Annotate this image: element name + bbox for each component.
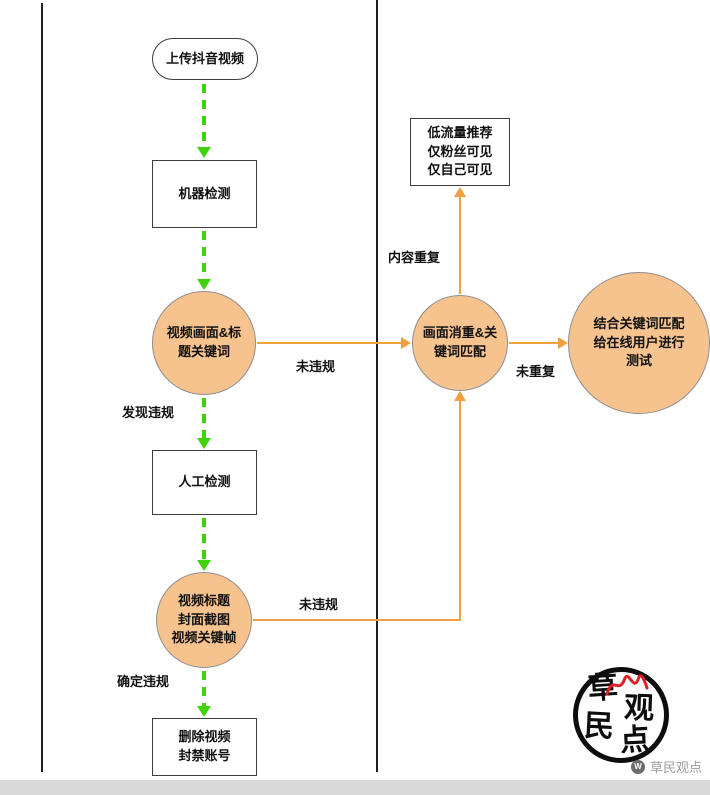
node-title-cover-keyframes: 视频标题 封面截图 视频关键帧 [156,572,252,668]
node-online-user-test: 结合关键词匹配 给在线用户进行 测试 [568,272,710,414]
edge-label-no-violation-bottom: 未违规 [299,597,339,612]
node-frame-dedup-label: 画面消重&关 键词匹配 [422,325,498,359]
edge-label-content-duplicate: 内容重复 [388,250,441,265]
arrow-keywords-to-dedup [257,337,411,349]
node-manual-detection: 人工检测 [152,450,257,515]
arrow-keywords-to-manual [197,398,211,449]
edge-label-confirmed-violation: 确定违规 [117,674,170,689]
stamp-red-swirl-icon [605,674,649,696]
arrow-dedup-to-onlinetest [509,337,568,349]
node-low-traffic-label: 低流量推荐 仅粉丝可见 仅自己可见 [427,124,493,178]
node-machine-detection: 机器检测 [152,160,257,228]
arrow-dedup-to-lowtraffic [454,187,466,294]
node-frame-title-keywords: 视频画面&标 题关键词 [152,291,256,395]
arrow-manual-to-keyframes [197,518,211,571]
node-frame-title-keywords-label: 视频画面&标 题关键词 [166,325,242,359]
arrow-machine-to-keywords [197,231,211,290]
arrow-keyframes-to-delete [197,671,211,717]
node-frame-dedup: 画面消重&关 键词匹配 [412,295,508,391]
arrow-keyframes-to-dedup [253,391,466,621]
stamp-char-2: 民 [583,709,615,744]
node-online-user-test-label: 结合关键词匹配 给在线用户进行 测试 [593,315,685,369]
edge-label-no-violation-top: 未违规 [296,359,336,374]
node-delete-ban-label: 删除视频 封禁账号 [178,729,231,763]
node-manual-detection-label: 人工检测 [178,474,231,490]
brand-logo-icon: W [630,759,645,774]
footer-brand: W 草民观点 [630,757,702,776]
footer-brand-text: 草民观点 [649,760,702,775]
node-upload-video-label: 上传抖音视频 [165,50,244,66]
brand-stamp-logo: 草 民 观 点 [573,667,669,763]
stamp-char-4: 点 [619,723,651,758]
bottom-gray-bar [0,780,710,795]
arrow-upload-to-machine [197,84,211,158]
node-upload-video: 上传抖音视频 [152,38,258,80]
node-machine-detection-label: 机器检测 [178,185,231,201]
node-low-traffic: 低流量推荐 仅粉丝可见 仅自己可见 [410,118,510,186]
node-delete-ban: 删除视频 封禁账号 [152,718,257,776]
edge-label-found-violation: 发现违规 [122,405,175,420]
edge-label-not-duplicate: 未重复 [516,364,556,379]
node-title-cover-keyframes-label: 视频标题 封面截图 视频关键帧 [171,592,237,646]
